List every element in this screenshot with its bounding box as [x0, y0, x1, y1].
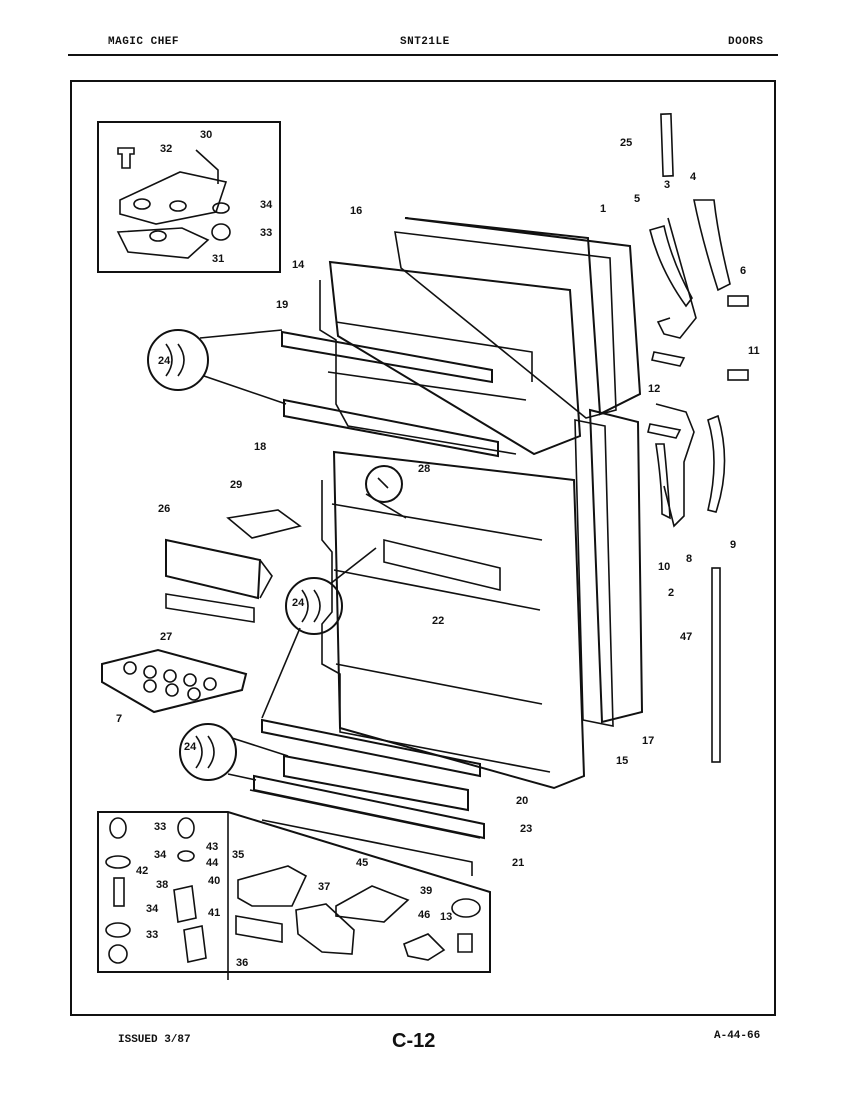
accessory-parts [101, 509, 302, 714]
callout-18: 18 [254, 441, 266, 453]
freezer-door-icon [319, 217, 642, 456]
bottom-hinge-inset [97, 811, 491, 980]
detail-circles [147, 329, 407, 781]
callout-20: 20 [516, 795, 528, 807]
callout-34-a: 34 [154, 849, 167, 861]
callout-25: 25 [620, 137, 632, 149]
callout-21: 21 [512, 857, 524, 869]
top-hinge-inset [97, 121, 281, 273]
callout-22: 22 [432, 615, 444, 627]
callout-46: 46 [418, 909, 430, 921]
callout-16: 16 [350, 205, 362, 217]
header-section: DOORS [728, 36, 764, 48]
callout-24-b: 24 [292, 597, 305, 609]
diagram-frame [70, 80, 776, 1016]
callout-14: 14 [292, 259, 305, 271]
callout-31: 31 [212, 253, 224, 265]
footer-page: C-12 [392, 1030, 436, 1052]
callout-19: 19 [276, 299, 288, 311]
callout-3: 3 [664, 179, 670, 191]
callout-44: 44 [206, 857, 219, 869]
callout-27: 27 [160, 631, 172, 643]
header-model: SNT21LE [400, 36, 450, 48]
callout-33-a: 33 [154, 821, 166, 833]
callout-15: 15 [616, 755, 628, 767]
callout-10: 10 [658, 561, 670, 573]
callout-7: 7 [116, 713, 122, 725]
callout-35: 35 [232, 849, 244, 861]
callout-13: 13 [440, 911, 452, 923]
callout-33-b: 33 [146, 929, 158, 941]
freezer-shelf-rails [281, 330, 499, 458]
part-callouts: 1 2 3 4 5 6 7 8 9 10 11 12 13 14 15 16 1… [116, 129, 760, 969]
callout-33-top: 33 [260, 227, 272, 239]
footer-ref: A-44-66 [714, 1030, 761, 1042]
door-bins [249, 538, 501, 876]
callout-41: 41 [208, 907, 220, 919]
callout-23: 23 [520, 823, 532, 835]
callout-29: 29 [230, 479, 242, 491]
callout-1: 1 [600, 203, 606, 215]
callout-34-top: 34 [260, 199, 273, 211]
fresh-food-door-icon [321, 408, 644, 790]
callout-39: 39 [420, 885, 432, 897]
callout-5: 5 [634, 193, 640, 205]
callout-34-b: 34 [146, 903, 159, 915]
callout-6: 6 [740, 265, 746, 277]
hinge-set-icon [647, 113, 749, 763]
callout-42: 42 [136, 865, 148, 877]
callout-30: 30 [200, 129, 212, 141]
header-rule [68, 54, 778, 56]
callout-47: 47 [680, 631, 692, 643]
callout-36: 36 [236, 957, 248, 969]
callout-45: 45 [356, 857, 368, 869]
callout-9: 9 [730, 539, 736, 551]
callout-43: 43 [206, 841, 218, 853]
callout-24-c: 24 [184, 741, 197, 753]
callout-11: 11 [748, 345, 760, 357]
callout-40: 40 [208, 875, 220, 887]
callout-38: 38 [156, 879, 168, 891]
footer-issued: ISSUED 3/87 [118, 1034, 191, 1046]
callout-28: 28 [418, 463, 430, 475]
callout-17: 17 [642, 735, 654, 747]
callout-12: 12 [648, 383, 660, 395]
callout-4: 4 [690, 171, 697, 183]
callout-32: 32 [160, 143, 172, 155]
callout-37: 37 [318, 881, 330, 893]
callout-2: 2 [668, 587, 674, 599]
callout-26: 26 [158, 503, 170, 515]
header-brand: MAGIC CHEF [108, 36, 180, 48]
callout-8: 8 [686, 553, 692, 565]
callout-24-a: 24 [158, 355, 171, 367]
